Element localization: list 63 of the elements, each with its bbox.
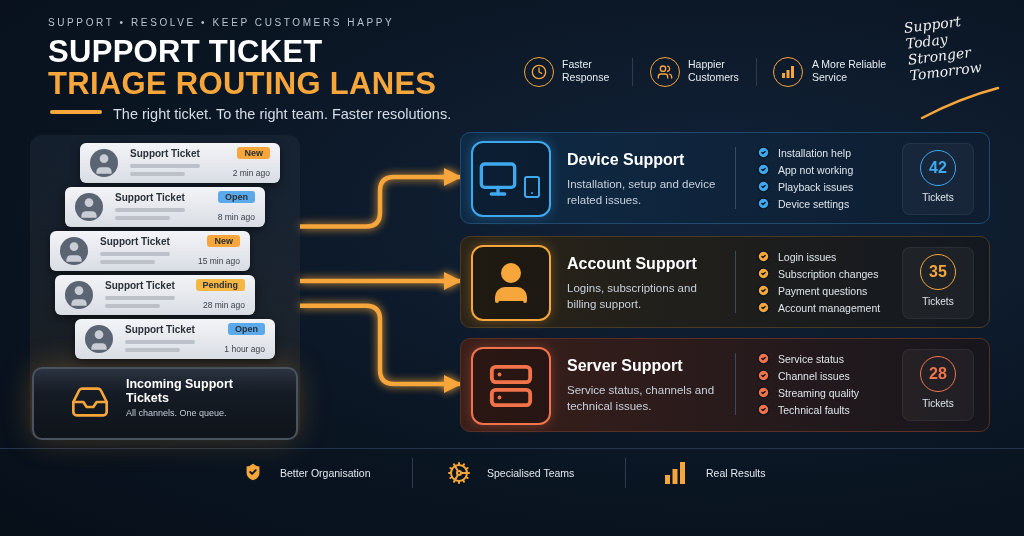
ticket-title: Support Ticket	[115, 192, 185, 203]
feature-text: Specialised Teams	[487, 467, 575, 479]
ticket-tray-stack	[30, 135, 300, 440]
timestamp: 28 min ago	[202, 300, 245, 310]
count-label: Tickets	[921, 398, 955, 409]
timestamp: 1 hour ago	[224, 344, 265, 354]
ticket-count-panel	[902, 349, 974, 421]
tray-title: Incoming Support Tickets	[126, 377, 234, 405]
lane-description: Logins, subscriptions and billing support.	[567, 281, 698, 312]
support-lane-card	[460, 236, 990, 328]
timestamp: 2 min ago	[232, 168, 270, 178]
status-badge: Open	[228, 323, 265, 335]
status-badge: New	[237, 147, 270, 159]
ticket-card	[65, 187, 265, 227]
checklist-item: Streaming quality	[778, 386, 860, 399]
benefit-text: A More Reliable Service	[812, 58, 888, 84]
ticket-card	[80, 143, 280, 183]
checklist-item: Installation help	[778, 146, 851, 159]
feature-text: Real Results	[706, 467, 766, 479]
title: SUPPORT TICKET TRIAGE ROUTING LANES	[48, 36, 438, 100]
ticket-title: Support Ticket	[100, 236, 170, 247]
checklist-item: Channel issues	[778, 369, 850, 382]
status-badge: Pending	[195, 279, 245, 291]
ticket-title: Support Ticket	[125, 324, 195, 335]
ticket-title: Support Ticket	[105, 280, 175, 291]
count-label: Tickets	[921, 192, 955, 203]
checklist-item: Playback issues	[778, 180, 854, 193]
ticket-count-panel	[902, 247, 974, 319]
status-badge: Open	[218, 191, 255, 203]
routing-arrow	[300, 272, 462, 290]
checklist-item: App not working	[778, 163, 854, 176]
handwritten-note: Support Today Stronger Tomorrow	[903, 12, 984, 84]
lane-title: Device Support	[567, 151, 685, 169]
lane-description: Service status, channels and technical issues.	[567, 383, 716, 414]
checklist-item: Account management	[778, 301, 881, 314]
ticket-card	[55, 275, 255, 315]
tagline: SUPPORT • RESOLVE • KEEP CUSTOMERS HAPPY	[48, 17, 395, 28]
checklist-item: Device settings	[778, 197, 850, 210]
checklist-item: Technical faults	[778, 403, 850, 416]
timestamp: 15 min ago	[197, 256, 240, 266]
lane-description: Installation, setup and device related issues.	[567, 177, 717, 208]
count-label: Tickets	[921, 296, 955, 307]
checklist-item: Payment questions	[778, 284, 868, 297]
support-lane-card	[460, 338, 990, 432]
checklist-item: Subscription changes	[778, 267, 879, 280]
benefit-text: Faster Response	[562, 58, 611, 84]
checklist-item: Login issues	[778, 250, 837, 263]
checklist-item: Service status	[778, 352, 844, 365]
ticket-card	[75, 319, 275, 359]
subtitle: The right ticket. To the right team. Faster resolutions.	[113, 106, 452, 122]
tray-subtitle: All channels. One queue.	[126, 408, 227, 418]
status-badge: New	[207, 235, 240, 247]
ticket-title: Support Ticket	[130, 148, 200, 159]
feature-text: Better Organisation	[280, 467, 371, 479]
ticket-count-panel	[902, 143, 974, 215]
timestamp: 8 min ago	[217, 212, 255, 222]
routing-arrow	[300, 303, 462, 393]
support-lane-card	[460, 132, 990, 224]
routing-arrow	[300, 168, 462, 229]
ticket-card	[50, 231, 250, 271]
lane-title: Account Support	[567, 255, 697, 273]
lane-title: Server Support	[567, 357, 683, 375]
benefit-text: Happier Customers	[688, 58, 740, 84]
